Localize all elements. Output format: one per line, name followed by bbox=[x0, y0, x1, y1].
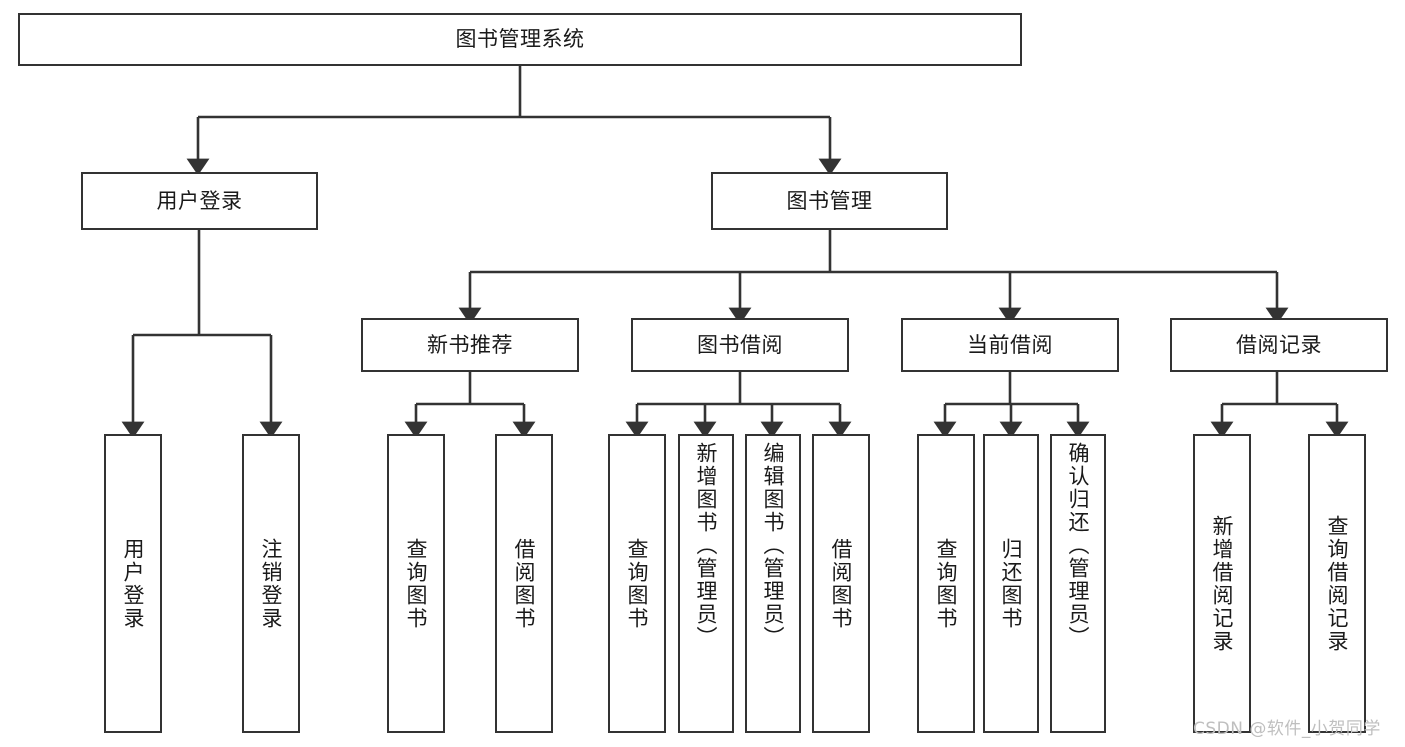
leaf-current-borrow-return[interactable]: 归还图书 bbox=[983, 434, 1039, 733]
node-book-borrow[interactable]: 图书借阅 bbox=[631, 318, 849, 372]
leaf-label: 查询图书 bbox=[404, 537, 429, 630]
leaf-borrow-record-add[interactable]: 新增借阅记录 bbox=[1193, 434, 1251, 733]
node-book-manage[interactable]: 图书管理 bbox=[711, 172, 948, 230]
node-current-borrow[interactable]: 当前借阅 bbox=[901, 318, 1119, 372]
leaf-book-borrow-edit[interactable]: 编辑图书（管理员） bbox=[745, 434, 801, 733]
leaf-label: 用户登录 bbox=[121, 537, 146, 630]
node-current-borrow-label: 当前借阅 bbox=[967, 332, 1053, 357]
leaf-label: 新增图书（管理员） bbox=[694, 442, 719, 649]
node-borrow-record-label: 借阅记录 bbox=[1236, 332, 1322, 357]
leaf-label: 借阅图书 bbox=[829, 537, 854, 630]
leaf-label: 查询图书 bbox=[625, 537, 650, 630]
leaf-user-login-login[interactable]: 用户登录 bbox=[104, 434, 162, 733]
node-book-borrow-label: 图书借阅 bbox=[697, 332, 783, 357]
node-root[interactable]: 图书管理系统 bbox=[18, 13, 1022, 66]
leaf-label: 查询借阅记录 bbox=[1325, 514, 1350, 653]
leaf-label: 新增借阅记录 bbox=[1210, 514, 1235, 653]
node-book-manage-label: 图书管理 bbox=[786, 188, 873, 213]
leaf-borrow-record-query[interactable]: 查询借阅记录 bbox=[1308, 434, 1366, 733]
leaf-current-borrow-confirm[interactable]: 确认归还（管理员） bbox=[1050, 434, 1106, 733]
leaf-book-borrow-add[interactable]: 新增图书（管理员） bbox=[678, 434, 734, 733]
leaf-label: 查询图书 bbox=[934, 537, 959, 630]
node-new-book-recommend[interactable]: 新书推荐 bbox=[361, 318, 579, 372]
node-user-login-label: 用户登录 bbox=[156, 188, 243, 213]
leaf-label: 归还图书 bbox=[999, 537, 1024, 630]
node-borrow-record[interactable]: 借阅记录 bbox=[1170, 318, 1388, 372]
leaf-label: 确认归还（管理员） bbox=[1066, 442, 1091, 649]
leaf-new-book-query[interactable]: 查询图书 bbox=[387, 434, 445, 733]
leaf-label: 注销登录 bbox=[259, 537, 284, 630]
node-user-login[interactable]: 用户登录 bbox=[81, 172, 318, 230]
leaf-book-borrow-query[interactable]: 查询图书 bbox=[608, 434, 666, 733]
leaf-book-borrow-borrow[interactable]: 借阅图书 bbox=[812, 434, 870, 733]
node-root-label: 图书管理系统 bbox=[455, 27, 585, 52]
leaf-label: 借阅图书 bbox=[512, 537, 537, 630]
leaf-user-login-logout[interactable]: 注销登录 bbox=[242, 434, 300, 733]
leaf-label: 编辑图书（管理员） bbox=[761, 442, 786, 649]
node-new-book-recommend-label: 新书推荐 bbox=[427, 332, 513, 357]
leaf-new-book-borrow[interactable]: 借阅图书 bbox=[495, 434, 553, 733]
leaf-current-borrow-query[interactable]: 查询图书 bbox=[917, 434, 975, 733]
csdn-watermark: CSDN @软件_小贺同学 bbox=[1193, 719, 1381, 739]
